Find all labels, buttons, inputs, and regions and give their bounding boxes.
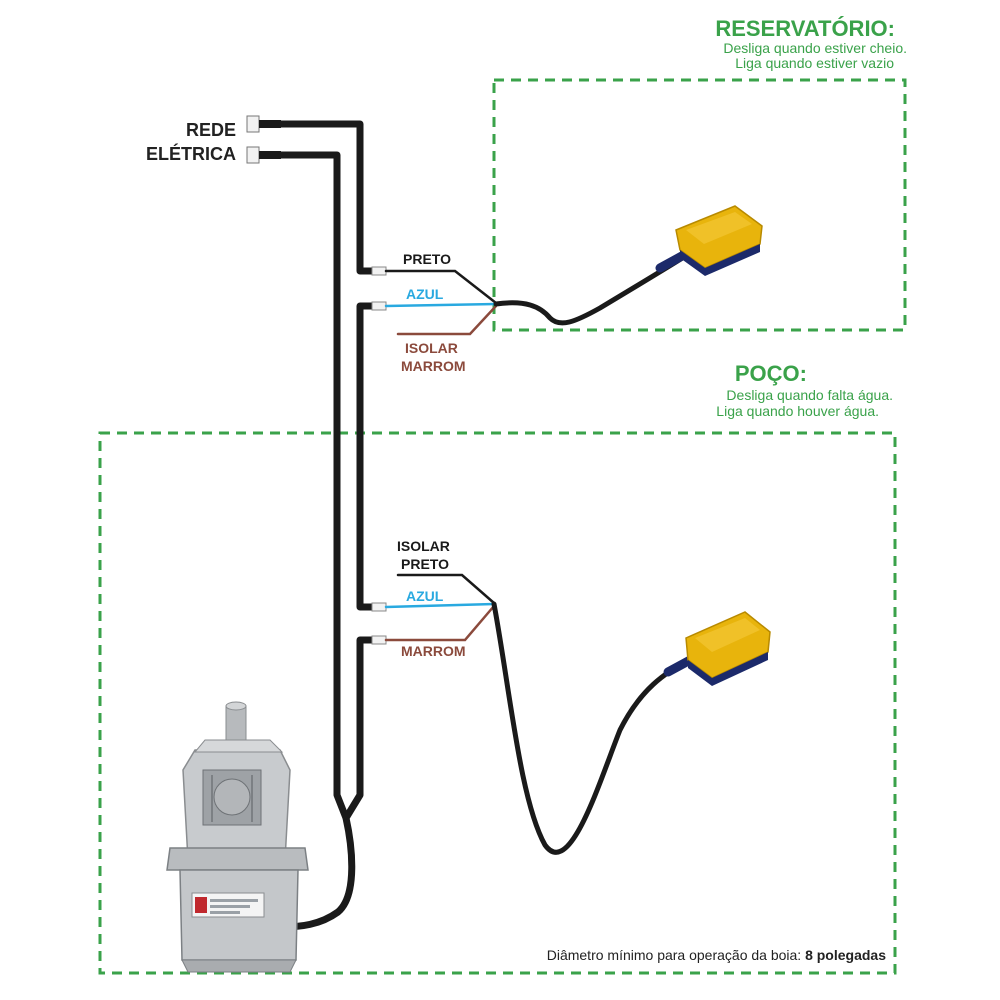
footer-note-text: Diâmetro mínimo para operação da boia: bbox=[547, 947, 805, 963]
bottom-brown-wire bbox=[384, 604, 496, 642]
top-preto-label: PRETO bbox=[403, 251, 451, 267]
top-isolar-label: ISOLAR bbox=[405, 340, 458, 356]
top-brown-wire bbox=[396, 304, 498, 336]
bottom-terminals bbox=[371, 602, 387, 645]
reservatorio-zone bbox=[492, 78, 907, 332]
reservatorio-line-2: Liga quando estiver vazio bbox=[735, 55, 894, 71]
bottom-blue-wire bbox=[384, 602, 496, 609]
poco-zone bbox=[98, 431, 897, 975]
plug-terminal-1 bbox=[246, 115, 281, 133]
bottom-preto-label: PRETO bbox=[401, 556, 449, 572]
plug-terminal-2 bbox=[246, 146, 281, 164]
reservatorio-float-switch bbox=[655, 205, 763, 276]
bottom-azul-label: AZUL bbox=[406, 588, 444, 604]
poco-float-switch bbox=[663, 611, 771, 686]
top-blue-wire bbox=[384, 302, 498, 308]
poco-line-1: Desliga quando falta água. bbox=[726, 387, 893, 403]
reservatorio-line-1: Desliga quando estiver cheio. bbox=[723, 40, 907, 56]
top-black-wire bbox=[384, 269, 498, 305]
poco-title: POÇO: bbox=[735, 361, 807, 386]
top-terminals bbox=[371, 266, 387, 311]
footer-note-bold: 8 polegadas bbox=[805, 947, 886, 963]
pump-cable bbox=[281, 636, 372, 931]
rede-label: REDE bbox=[186, 120, 236, 140]
poco-float-cable bbox=[491, 601, 693, 855]
top-marrom-label: MARROM bbox=[401, 358, 466, 374]
bottom-black-wire bbox=[396, 573, 496, 605]
bottom-isolar-label: ISOLAR bbox=[397, 538, 450, 554]
poco-line-2: Liga quando houver água. bbox=[716, 403, 879, 419]
reservatorio-link-wire bbox=[356, 302, 372, 611]
reservatorio-float-cable bbox=[493, 254, 687, 326]
mains-wire-1 bbox=[280, 120, 372, 275]
mains-wire-2 bbox=[280, 151, 350, 820]
bottom-marrom-label: MARROM bbox=[401, 643, 466, 659]
pump-illustration bbox=[166, 701, 309, 973]
reservatorio-title: RESERVATÓRIO: bbox=[715, 16, 895, 41]
footer-note: Diâmetro mínimo para operação da boia: 8… bbox=[547, 947, 886, 963]
top-azul-label: AZUL bbox=[406, 286, 444, 302]
eletrica-label: ELÉTRICA bbox=[146, 143, 236, 164]
